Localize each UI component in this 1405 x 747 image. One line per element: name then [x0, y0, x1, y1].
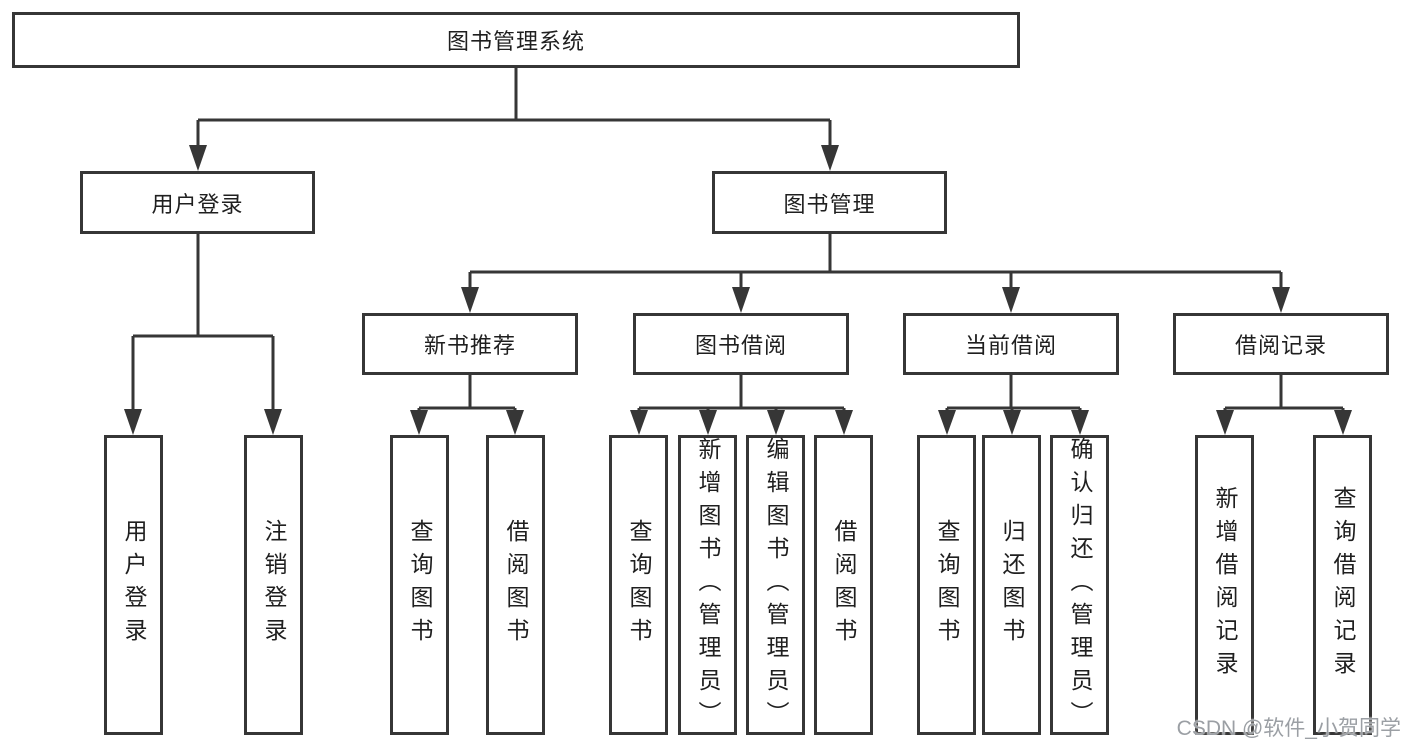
leaf-nb-borrow-books: 借阅图书: [486, 435, 545, 735]
arrow-down-icon: [1216, 410, 1234, 435]
arrow-down-icon: [124, 409, 142, 435]
arrow-down-icon: [821, 145, 839, 171]
arrow-down-icon: [1003, 410, 1021, 435]
node-label: 借阅记录: [1234, 333, 1327, 358]
arrow-down-icon: [1002, 287, 1020, 313]
leaf-bb-edit-books-admin: 编辑图书（管理员）: [746, 435, 805, 735]
arrow-down-icon: [699, 410, 717, 435]
node-label: 新书推荐: [423, 333, 516, 358]
node-label: 确认归还（管理员）: [1067, 436, 1093, 734]
node-label: 图书管理系统: [446, 29, 585, 54]
node-label: 查询借阅记录: [1330, 486, 1356, 684]
arrow-down-icon: [506, 410, 524, 435]
node-label: 当前借阅: [964, 333, 1057, 358]
node-label: 查询图书: [934, 519, 960, 651]
node-book-borrowing: 图书借阅: [633, 313, 849, 375]
node-label: 注销登录: [261, 519, 287, 651]
node-library-management-system: 图书管理系统: [12, 12, 1020, 68]
arrow-down-icon: [1071, 410, 1089, 435]
arrow-down-icon: [189, 145, 207, 171]
node-user-login: 用户登录: [80, 171, 315, 234]
arrow-down-icon: [264, 409, 282, 435]
node-label: 查询图书: [626, 519, 652, 651]
arrow-down-icon: [835, 410, 853, 435]
node-label: 借阅图书: [831, 519, 857, 651]
leaf-bb-query-books: 查询图书: [609, 435, 668, 735]
node-label: 用户登录: [121, 519, 147, 651]
node-label: 用户登录: [151, 191, 244, 217]
leaf-br-query-record: 查询借阅记录: [1313, 435, 1372, 735]
leaf-user-login: 用户登录: [104, 435, 163, 735]
arrow-down-icon: [630, 410, 648, 435]
node-current-borrowing: 当前借阅: [903, 313, 1119, 375]
node-label: 图书借阅: [694, 333, 787, 358]
leaf-nb-query-books: 查询图书: [390, 435, 449, 735]
node-label: 归还图书: [999, 519, 1025, 651]
node-label: 编辑图书（管理员）: [763, 436, 789, 734]
node-label: 查询图书: [407, 519, 433, 651]
leaf-logout-login: 注销登录: [244, 435, 303, 735]
leaf-bb-add-books-admin: 新增图书（管理员）: [678, 435, 737, 735]
csdn-watermark: CSDN @软件_小贺同学: [1176, 717, 1401, 740]
leaf-br-add-record: 新增借阅记录: [1195, 435, 1254, 735]
node-borrowing-records: 借阅记录: [1173, 313, 1389, 375]
arrow-down-icon: [461, 287, 479, 313]
node-book-management: 图书管理: [712, 171, 947, 234]
arrow-down-icon: [1272, 287, 1290, 313]
leaf-cb-query-books: 查询图书: [917, 435, 976, 735]
leaf-cb-return-books: 归还图书: [982, 435, 1041, 735]
leaf-bb-borrow-books: 借阅图书: [814, 435, 873, 735]
leaf-cb-confirm-return-admin: 确认归还（管理员）: [1050, 435, 1109, 735]
arrow-down-icon: [410, 410, 428, 435]
node-label: 新增图书（管理员）: [695, 436, 721, 734]
arrow-down-icon: [1334, 410, 1352, 435]
node-new-book-recommendation: 新书推荐: [362, 313, 578, 375]
node-label: 新增借阅记录: [1212, 486, 1238, 684]
arrow-down-icon: [767, 410, 785, 435]
arrow-down-icon: [732, 287, 750, 313]
node-label: 图书管理: [783, 191, 876, 217]
node-label: 借阅图书: [503, 519, 529, 651]
arrow-down-icon: [938, 410, 956, 435]
